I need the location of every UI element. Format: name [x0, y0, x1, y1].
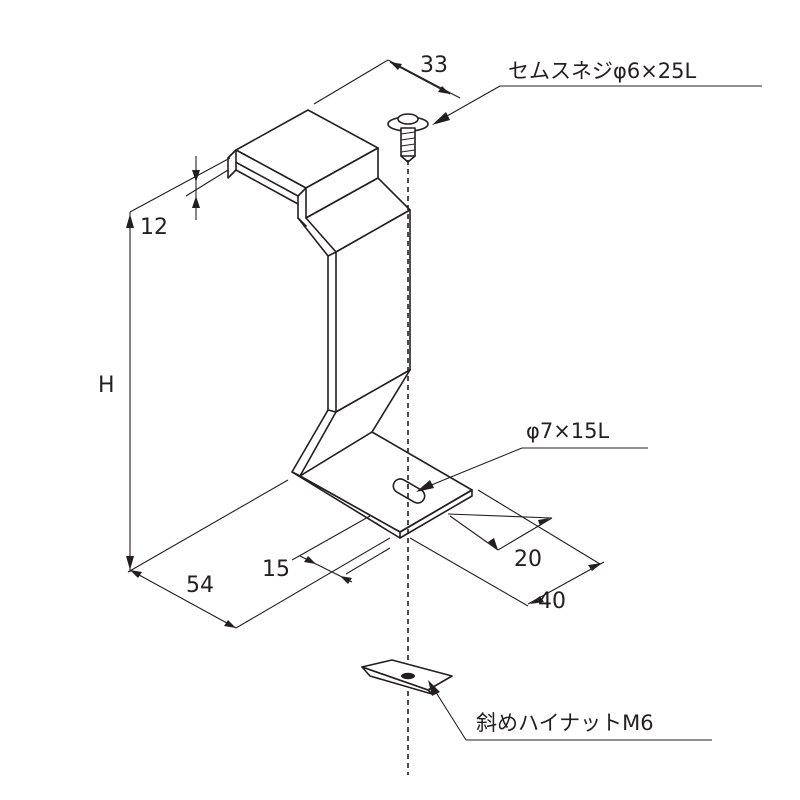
callout-nut-label: 斜めハイナットM6: [476, 711, 654, 735]
dim-15: 15: [262, 515, 391, 584]
slot-hole: [392, 478, 426, 504]
callout-nut: 斜めハイナットM6: [428, 680, 712, 741]
dim-20-label: 20: [514, 547, 542, 572]
dim-40: 40: [409, 489, 605, 614]
dim-15-label: 15: [262, 557, 290, 582]
dim-12: 12: [140, 156, 229, 240]
bracket: [227, 109, 473, 539]
screw: [387, 113, 429, 163]
dim-H-label: H: [98, 373, 115, 398]
dim-33: 33: [313, 53, 461, 105]
callout-screw: セムスネジφ6×25L: [432, 59, 762, 125]
callout-hole: φ7×15L: [416, 419, 648, 492]
dim-40-label: 40: [538, 589, 566, 614]
dim-54-label: 54: [186, 573, 214, 598]
callout-screw-label: セムスネジφ6×25L: [508, 59, 697, 83]
dim-33-label: 33: [420, 53, 448, 78]
dim-54: 54: [127, 479, 391, 629]
dim-20: 20: [447, 513, 553, 572]
hook-front-lip-side: [227, 149, 237, 179]
callout-hole-label: φ7×15L: [526, 419, 610, 443]
dim-H: H: [98, 157, 231, 572]
dim-12-label: 12: [140, 215, 168, 240]
nut: [361, 659, 453, 695]
